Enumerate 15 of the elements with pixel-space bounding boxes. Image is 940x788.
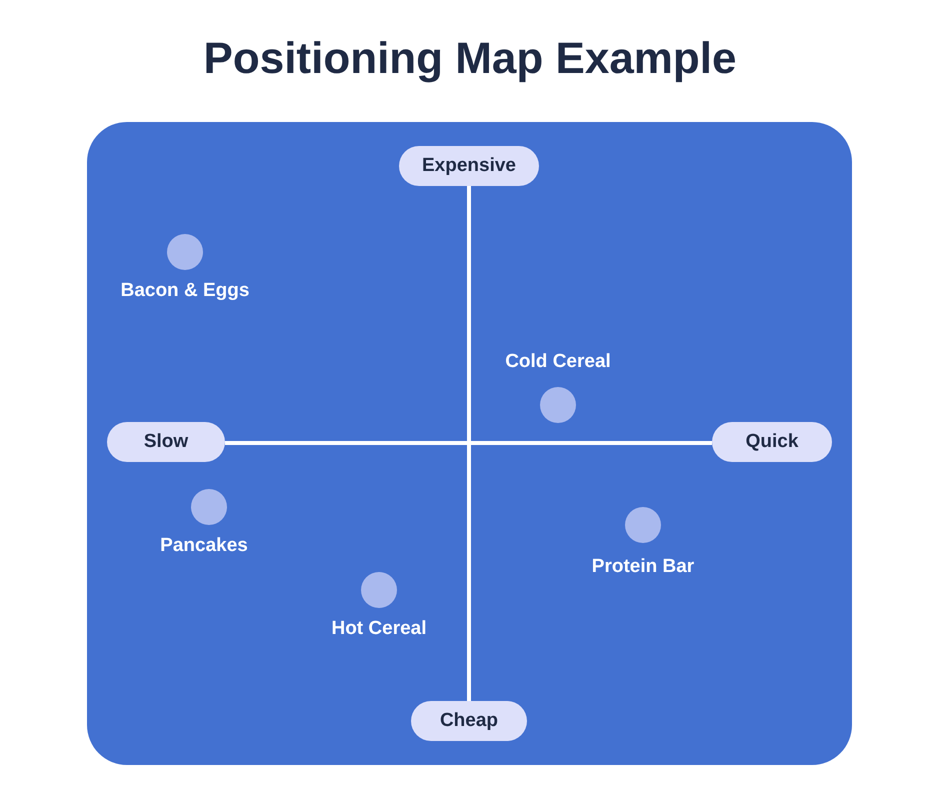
axis-label: Cheap: [411, 701, 527, 741]
axis-label: Quick: [712, 422, 832, 462]
position-dot: [167, 234, 203, 270]
item-label: Hot Cereal: [331, 618, 427, 640]
position-dot: [540, 387, 576, 423]
axis-label: Expensive: [399, 146, 539, 186]
position-dot: [191, 489, 227, 525]
item-label: Cold Cereal: [505, 351, 611, 373]
item-label: Bacon & Eggs: [120, 280, 250, 302]
item-label: Pancakes: [160, 535, 248, 557]
position-dot: [625, 507, 661, 543]
title: Positioning Map Example: [202, 34, 738, 84]
position-dot: [361, 572, 397, 608]
axis-label: Slow: [107, 422, 225, 462]
item-label: Protein Bar: [592, 556, 694, 578]
